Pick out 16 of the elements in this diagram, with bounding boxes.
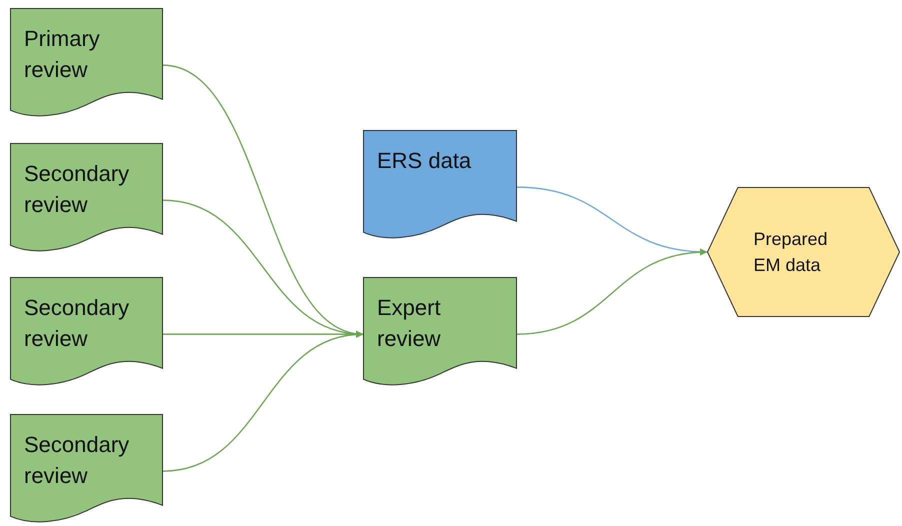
arrow	[516, 249, 708, 335]
document-shape	[10, 8, 163, 118]
node-label: Secondary review	[24, 294, 130, 353]
node-label: Primary review	[24, 25, 101, 84]
node-label: Secondary review	[24, 431, 130, 490]
hexagon-node	[707, 187, 900, 317]
document-shape	[363, 130, 517, 240]
node-label: Prepared EM data	[754, 228, 829, 277]
node-label: Secondary review	[24, 160, 130, 219]
node-label: Expert review	[377, 294, 442, 353]
arrow	[162, 332, 364, 472]
node-label: ERS data	[377, 147, 472, 175]
document-shape	[10, 414, 163, 524]
document-shape	[363, 277, 517, 387]
document-shape	[10, 277, 163, 387]
document-shape	[10, 143, 163, 253]
